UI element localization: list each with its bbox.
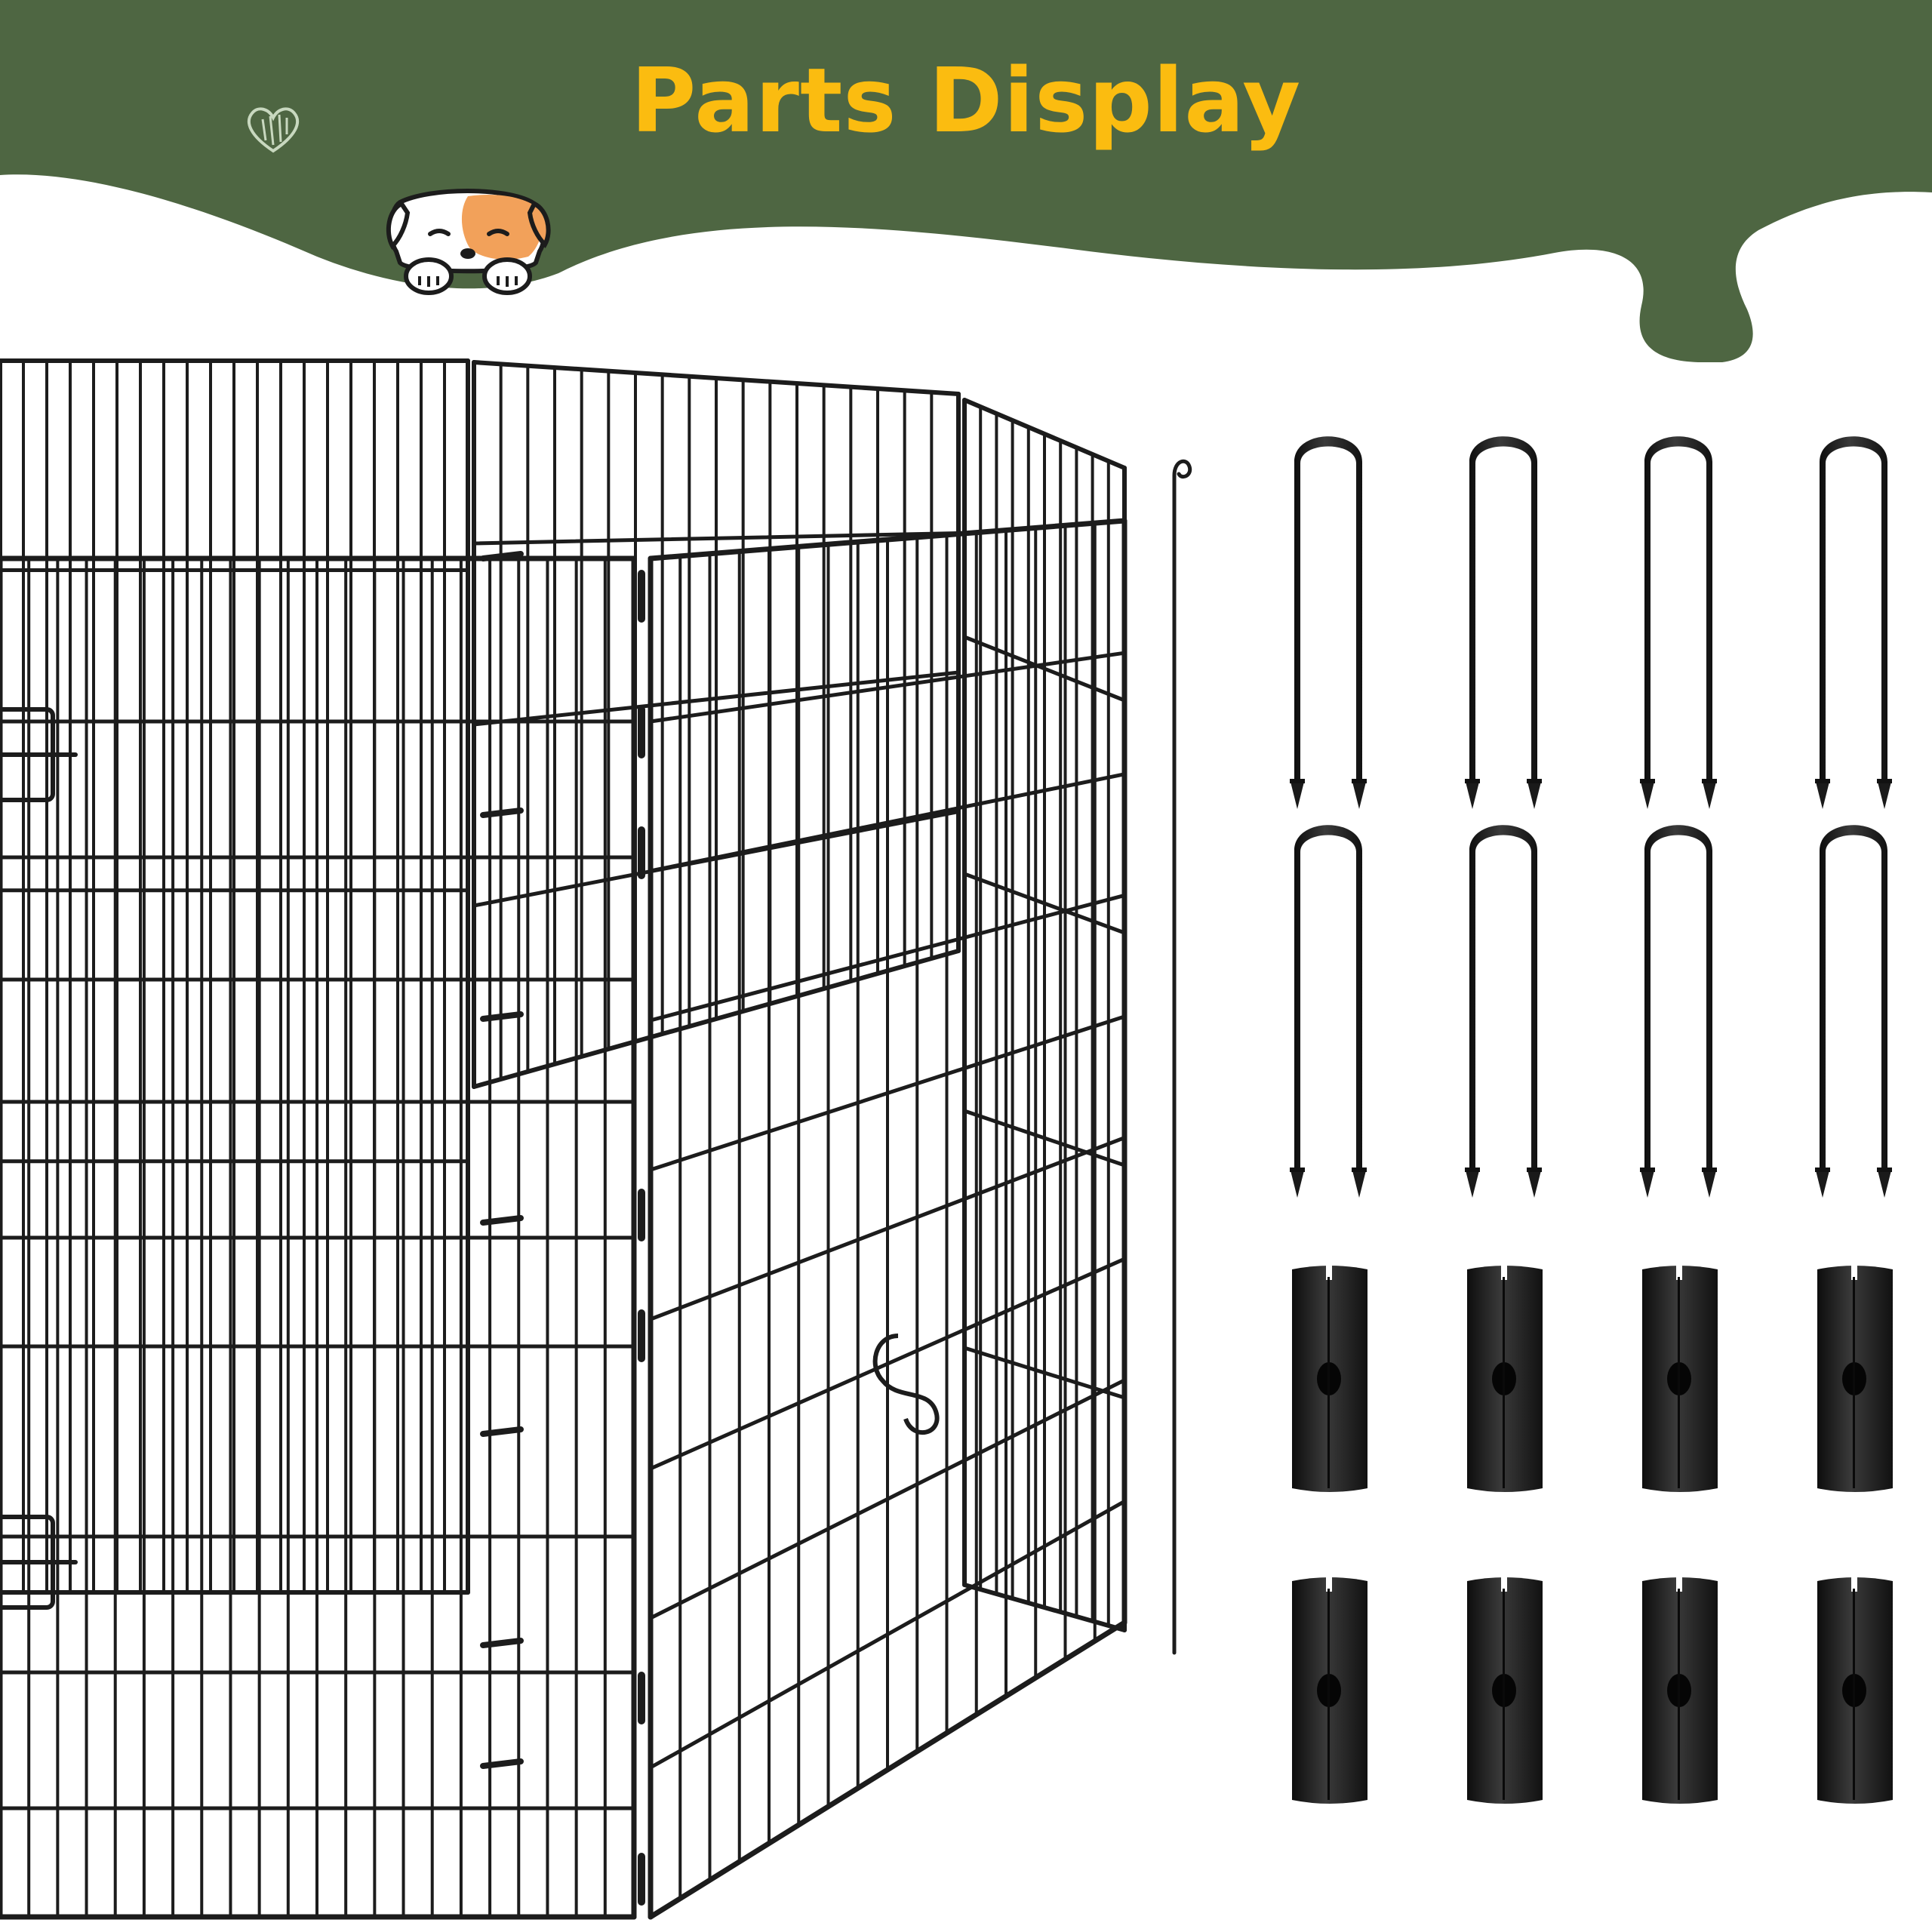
ground-stake bbox=[1815, 436, 1892, 809]
peeking-dog-icon bbox=[386, 189, 551, 295]
ground-stake bbox=[1640, 825, 1717, 1198]
heart-doodle-icon bbox=[248, 107, 299, 153]
panel-connector bbox=[1467, 1577, 1543, 1804]
ground-stake bbox=[1465, 436, 1542, 809]
page-title: Parts Display bbox=[630, 48, 1302, 152]
panel-connector bbox=[1292, 1265, 1367, 1492]
ground-stake bbox=[1815, 825, 1892, 1198]
ground-stake bbox=[1465, 825, 1542, 1198]
panel-connector bbox=[1817, 1265, 1893, 1492]
latch-rod bbox=[1172, 459, 1192, 1655]
ground-stake bbox=[1640, 436, 1717, 809]
ground-stake bbox=[1290, 825, 1367, 1198]
panel-connector bbox=[1817, 1577, 1893, 1804]
panel-connector bbox=[1467, 1265, 1543, 1492]
wire-playpen bbox=[0, 358, 1128, 1920]
panel-connector bbox=[1642, 1265, 1718, 1492]
panel-connector bbox=[1642, 1577, 1718, 1804]
panel-connector bbox=[1292, 1577, 1367, 1804]
ground-stake bbox=[1290, 436, 1367, 809]
